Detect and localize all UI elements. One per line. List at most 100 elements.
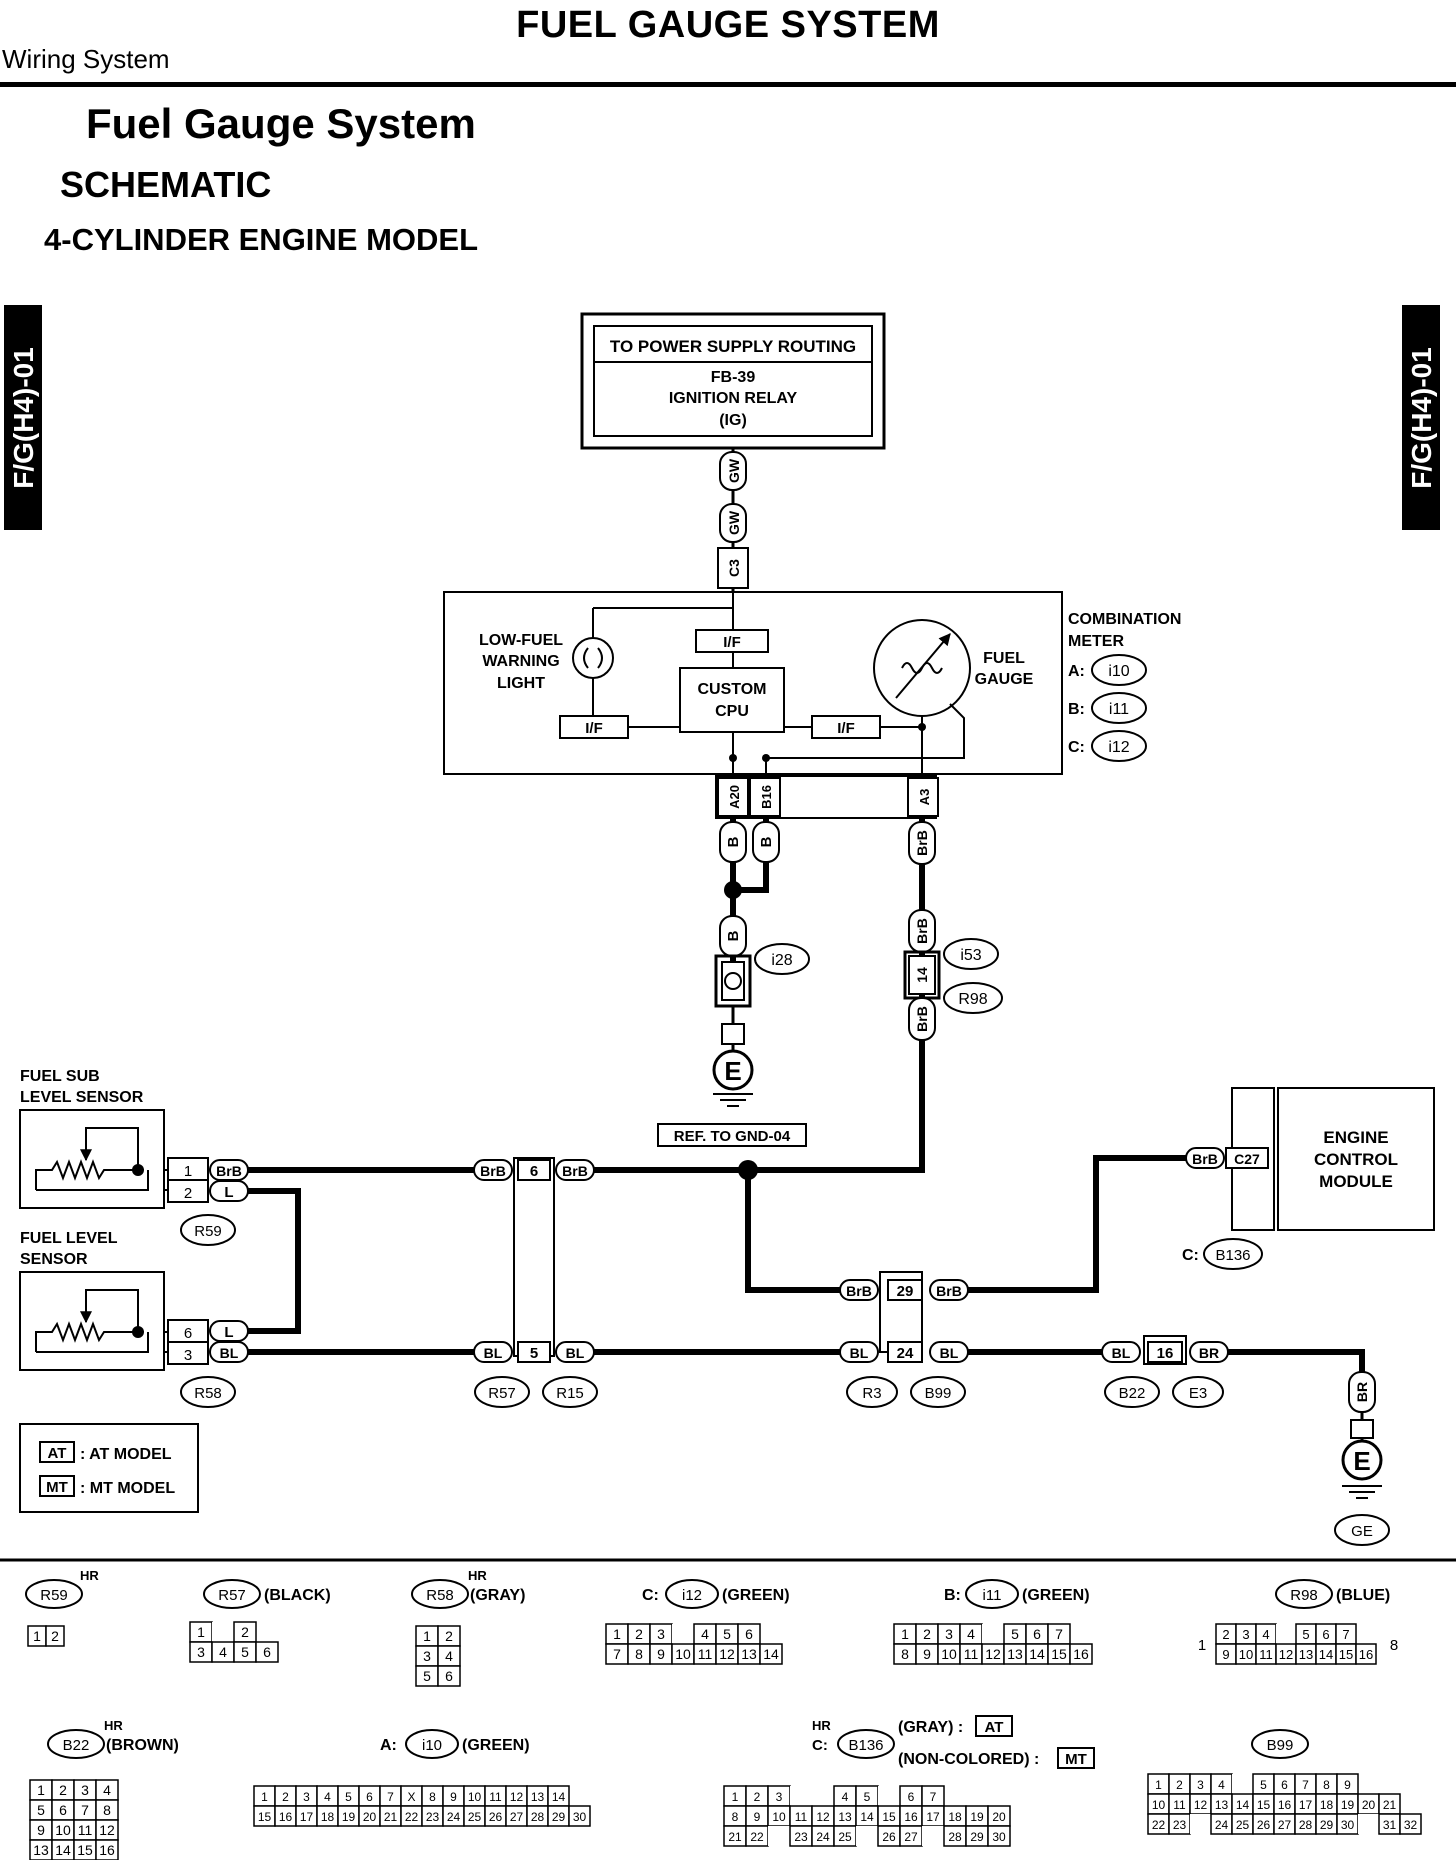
power-box-line2: IGNITION RELAY [669,390,798,407]
low-fuel-label-2: WARNING [482,653,559,670]
main-sensor-label-1: FUEL LEVEL [20,1230,118,1247]
cv-r57-pin-number: 5 [241,1644,249,1660]
cv-i12-pin-number: 2 [635,1626,643,1642]
ground-symbol-e: E [724,1056,741,1086]
cv-b136-pin-number: 24 [816,1830,830,1844]
meter-connector-prefix-c: C: [1068,739,1085,756]
cv-b99-pin-number: 25 [1236,1818,1250,1832]
meter-connector-prefix-b: B: [1068,701,1085,718]
cv-i12-pin-number: 4 [701,1626,709,1642]
legend-code-mt: MT [46,1479,68,1496]
cv-b99-pin-number: 1 [1155,1778,1162,1792]
cv-i10-pin-number: 12 [510,1790,524,1804]
cv-r59-pin-number: 2 [51,1628,59,1644]
side-tab-left-text: F/G(H4)-01 [8,347,39,489]
wire-label-brb-9: BrB [1192,1151,1218,1167]
ground-symbol-e-2: E [1353,1446,1370,1476]
cv-b22-pin-number: 6 [59,1802,67,1818]
legend-code-at: AT [48,1445,67,1462]
cv-b136-pin-number: 25 [838,1830,852,1844]
wire-label-brb-6: BrB [562,1163,588,1179]
cpu-label-1: CUSTOM [697,681,766,698]
cv-b99-pin-number: 19 [1341,1798,1355,1812]
cv-r58-pin-number: 5 [423,1668,431,1684]
cv-i11-pin-number: 4 [967,1626,975,1642]
cv-i11-id: i11 [983,1587,1002,1604]
l-jumper-wire: L L [209,1180,301,1342]
ecm-label-3: MODULE [1319,1172,1393,1191]
cv-i10-pin-number: 23 [426,1810,440,1824]
cv-b136-pin-number: 17 [926,1810,940,1824]
cv-b99-pin-cell [1358,1814,1379,1834]
cv-b99-pin-cell [1399,1813,1422,1835]
fuel-sub-level-sensor: FUEL SUB LEVEL SENSOR 1 2 R59 [19,1068,236,1246]
wire-label-l-1: L [224,1184,233,1201]
cv-r98-color: (BLUE) [1336,1587,1390,1604]
cv-i11-pin-number: 13 [1007,1646,1023,1662]
cv-b99-pin-number: 18 [1320,1798,1334,1812]
ecm-label-2: CONTROL [1314,1150,1398,1169]
pin-5: 5 [530,1345,538,1362]
connector-i28: i28 [771,952,792,969]
cv-b136-hr: HR [812,1718,831,1733]
cv-i11-color: (GREEN) [1022,1587,1090,1604]
cv-i10-pin-number: 24 [447,1810,461,1824]
cv-b136-pin-number: 13 [838,1810,852,1824]
cv-b99-pin-number: 5 [1260,1778,1267,1792]
cv-i10-pin-number: 19 [342,1810,356,1824]
connector-ge: GE [1351,1523,1373,1540]
pin-29: 29 [897,1283,914,1300]
cv-i10-pin-number: 9 [450,1790,457,1804]
gw-wire: GW GW C3 [717,448,749,592]
cv-r98-pin-number: 4 [1262,1627,1269,1642]
cv-b99-pin-number: 6 [1281,1778,1288,1792]
cv-b136-pin-number: 20 [992,1810,1006,1824]
schematic-title: SCHEMATIC [60,164,272,205]
pin-3: 3 [184,1347,192,1364]
cv-r58-pin-number: 6 [445,1668,453,1684]
cv-b22-pin-number: 1 [37,1782,45,1798]
wire-label-brb-8: BrB [936,1283,962,1299]
low-fuel-label-3: LIGHT [497,675,545,692]
cv-b99-pin-number: 3 [1197,1778,1204,1792]
cv-i10-prefix: A: [380,1737,397,1754]
wire-label-gw-2: GW [726,510,742,535]
cv-b136-noncolored: (NON-COLORED) : [898,1751,1039,1768]
cv-i11-pin-number: 15 [1051,1646,1067,1662]
cv-b22-pin-number: 8 [103,1802,111,1818]
cv-i11-pin-number: 14 [1029,1646,1045,1662]
cv-b99-pin-number: 26 [1257,1818,1271,1832]
wire-label-brb-7: BrB [846,1283,872,1299]
cv-i10-pin-number: 16 [279,1810,293,1824]
cv-b136-pin-number: 5 [864,1790,871,1804]
cv-i10-pin-number: 7 [387,1790,394,1804]
connector-r57: R57 [488,1385,516,1402]
cv-r58-pin-cell [437,1665,461,1687]
cv-i10-pin-number: 26 [489,1810,503,1824]
cv-b136-pin-number: 23 [794,1830,808,1844]
cv-b99-pin-number: 8 [1323,1778,1330,1792]
cv-b136-pin-cell [812,1786,834,1806]
connector-i53: i53 [960,947,981,964]
cv-b99-pin-number: 11 [1173,1798,1186,1812]
wire-label-b-3: B [725,930,742,941]
cv-i11-pin-number: 3 [945,1626,953,1642]
wire-label-b-1: B [725,836,742,847]
cv-b99-pin-number: 30 [1341,1818,1355,1832]
cv-b136-pin-number: 16 [904,1810,918,1824]
cpu-label-2: CPU [715,703,749,720]
cv-b136-pin-number: 12 [816,1810,830,1824]
cv-b136-pin-number: 14 [860,1810,874,1824]
cv-i12-pin-number: 11 [698,1646,713,1662]
cv-r57-pin-number: 1 [197,1624,205,1640]
cv-b136-pin-number: 10 [772,1810,786,1824]
pin-24: 24 [897,1345,914,1362]
cv-b136-pin-number: 8 [732,1810,739,1824]
cv-i11-pin-cell [982,1624,1004,1644]
cv-b22-pin-number: 4 [103,1782,111,1798]
connector-r98: R98 [958,991,987,1008]
cv-b136-pin-number: 1 [732,1790,739,1804]
cv-i10-pin-number: 21 [384,1810,398,1824]
legend-text-at: : AT MODEL [80,1446,172,1463]
